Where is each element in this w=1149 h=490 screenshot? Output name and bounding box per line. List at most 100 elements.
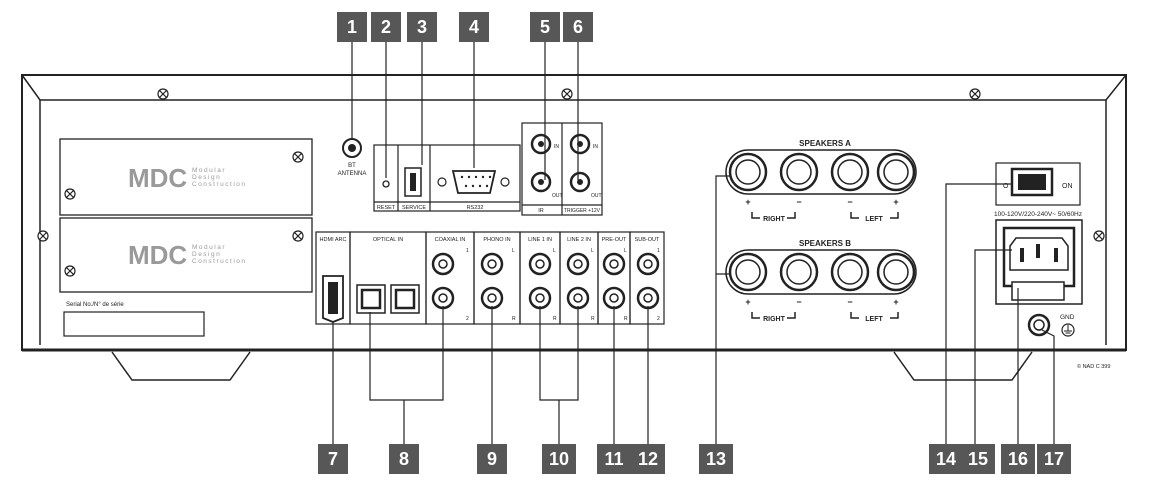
spk-b-right-label: RIGHT: [763, 316, 786, 323]
ir-in-label: IN: [554, 144, 559, 150]
ir-out-label: OUT: [552, 193, 563, 199]
callout-4: 4: [459, 12, 489, 42]
sub-out-label: SUB-OUT: [635, 237, 660, 243]
power-on-label: ON: [1062, 183, 1073, 190]
preout-l: L: [624, 248, 627, 254]
mdc-text-1a: Modular: [192, 167, 226, 174]
spk-a-right-label: RIGHT: [763, 216, 786, 223]
trigger-jacks: [569, 133, 591, 193]
trigger-out-label: OUT: [591, 193, 602, 199]
spk-b-l-minus: −: [847, 297, 852, 307]
callout-12: 12: [631, 444, 665, 474]
speakers-b-label: SPEAKERS B: [799, 239, 851, 248]
power-off-label: O: [1003, 183, 1009, 190]
bt-antenna-label-2: ANTENNA: [338, 171, 367, 177]
phono-l: L: [512, 248, 515, 254]
optical-in-ports: [356, 284, 420, 314]
serial-label: Serial No./N° de série: [66, 302, 124, 308]
phono-in-label: PHONO IN: [483, 237, 510, 243]
reset-label: RESET: [377, 205, 396, 211]
line1-l: L: [553, 248, 556, 254]
phono-r: R: [512, 316, 516, 322]
line1-in-label: LINE 1 IN: [528, 237, 552, 243]
reset-service-rs232-block: [373, 144, 521, 212]
pre-out-label: PRE-OUT: [602, 237, 627, 243]
spk-a-r-minus: −: [796, 197, 801, 207]
mdc-logo-1: MDC: [128, 163, 187, 193]
ir-trigger-block: [521, 122, 603, 216]
spk-b-r-minus: −: [796, 297, 801, 307]
usb-service-port: [404, 167, 422, 197]
callout-5: 5: [530, 12, 560, 42]
callout-11: 11: [597, 444, 631, 474]
foot-left: [111, 351, 251, 381]
spk-a-l-plus: +: [893, 197, 898, 207]
rs232-port: [437, 170, 510, 194]
serial-box: [63, 311, 205, 337]
service-label: SERVICE: [402, 205, 426, 211]
bt-antenna-jack: [342, 138, 362, 158]
mdc-logo-2: MDC: [128, 240, 187, 270]
screw-icon: [37, 88, 1105, 242]
hdmi-arc-label: HDMI ARC: [320, 237, 347, 243]
line1-r: R: [553, 316, 557, 322]
rca-jack-centers: [438, 259, 653, 303]
callout-1: 1: [337, 12, 367, 42]
line2-l: L: [591, 248, 594, 254]
spk-a-r-plus: +: [745, 197, 750, 207]
speakers-b-brackets: [751, 312, 899, 319]
foot-right: [893, 351, 1033, 381]
spk-a-l-minus: −: [847, 197, 852, 207]
mdc-module-1: [59, 138, 313, 216]
mdc-text-1b: Design: [192, 174, 221, 181]
spk-b-left-label: LEFT: [865, 316, 883, 323]
trigger-in-label: IN: [593, 144, 598, 150]
spk-b-r-plus: +: [745, 297, 750, 307]
mdc-text-2a: Modular: [192, 244, 226, 251]
callout-16: 16: [1001, 444, 1035, 474]
spk-b-l-plus: +: [893, 297, 898, 307]
speakers-a-brackets: [751, 212, 899, 219]
mdc-text-2b: Design: [192, 251, 221, 258]
input-panels: [315, 231, 665, 325]
model-label: © NAD C 399: [1077, 363, 1110, 370]
callout-17: 17: [1037, 444, 1071, 474]
leader-lines: [332, 38, 1055, 444]
mdc-module-2: [59, 217, 313, 293]
speakers-a-label: SPEAKERS A: [799, 139, 851, 148]
ir-label: IR: [538, 208, 544, 214]
callout-3: 3: [407, 12, 437, 42]
line2-r: R: [591, 316, 595, 322]
mdc-text-1c: Construction: [192, 181, 247, 188]
subout-1: 1: [657, 248, 660, 254]
coaxial-ch2: 2: [466, 316, 469, 322]
callout-14: 14: [929, 444, 963, 474]
bt-antenna-label-1: BT: [348, 163, 356, 169]
callout-8: 8: [389, 444, 419, 474]
callout-13: 13: [699, 444, 733, 474]
callout-7: 7: [318, 444, 348, 474]
callout-15: 15: [961, 444, 995, 474]
spk-a-left-label: LEFT: [865, 216, 883, 223]
speakers-a-terminals: [725, 149, 917, 195]
callout-2: 2: [371, 12, 401, 42]
line2-in-label: LINE 2 IN: [567, 237, 591, 243]
mdc-text-2c: Construction: [192, 258, 247, 265]
callout-6: 6: [563, 12, 593, 42]
gnd-label: GND: [1060, 314, 1075, 321]
subout-2: 2: [657, 316, 660, 322]
trigger-label: TRIGGER +12V: [564, 208, 601, 214]
rs232-label: RS232: [467, 205, 484, 211]
voltage-label: 100-120V/220-240V~ 50/60Hz: [994, 211, 1082, 218]
coaxial-ch1: 1: [466, 248, 469, 254]
callout-10: 10: [542, 444, 576, 474]
hdmi-arc-port: [322, 275, 344, 323]
optical-in-label: OPTICAL IN: [373, 237, 403, 243]
gnd-terminal: [1027, 313, 1075, 337]
speakers-b-terminals: [725, 249, 917, 295]
callout-9: 9: [477, 444, 507, 474]
reset-button: [382, 180, 390, 188]
coaxial-in-label: COAXIAL IN: [435, 237, 466, 243]
